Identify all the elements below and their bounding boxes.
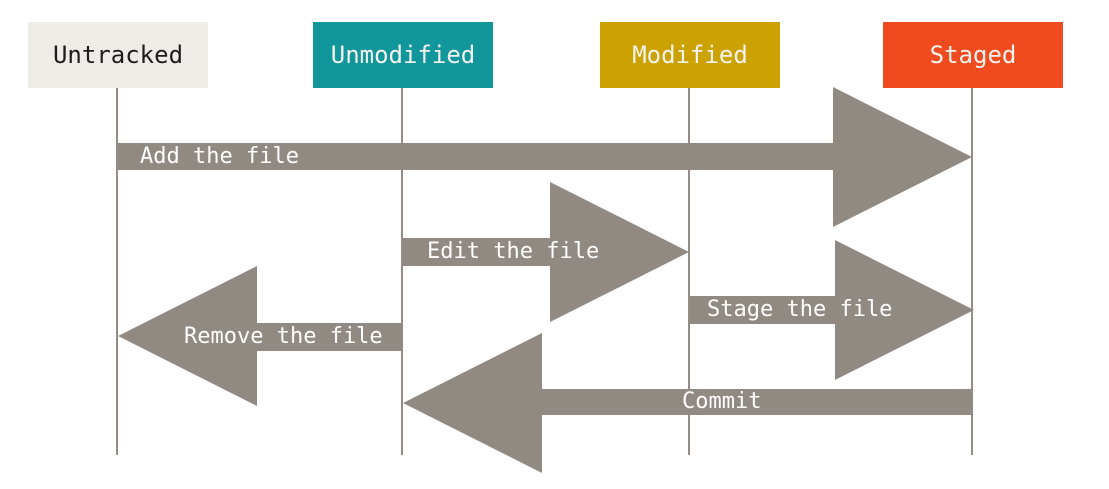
transition-commit-label: Commit xyxy=(682,389,762,414)
state-label-modified: Modified xyxy=(632,41,748,69)
state-box-modified: Modified xyxy=(600,22,780,88)
transition-add-bar xyxy=(118,143,833,170)
transition-edit-arrowhead-icon xyxy=(550,182,689,322)
state-label-untracked: Untracked xyxy=(52,41,184,69)
transition-edit-bar xyxy=(403,238,550,266)
lifeline-untracked xyxy=(116,88,118,455)
lifeline-unmodified xyxy=(401,88,403,455)
transition-commit-arrowhead-icon xyxy=(403,333,542,473)
transition-edit-label: Edit the file xyxy=(427,239,600,264)
state-label-staged: Staged xyxy=(929,41,1017,69)
transition-commit-bar xyxy=(542,389,973,415)
transition-remove-bar xyxy=(257,323,403,351)
transition-add-arrowhead-icon xyxy=(833,87,972,227)
transition-stage-arrowhead-icon xyxy=(835,240,974,380)
transition-stage-label: Stage the file xyxy=(707,297,893,322)
transition-stage-bar xyxy=(690,296,835,324)
transition-remove-label: Remove the file xyxy=(184,324,383,349)
state-box-unmodified: Unmodified xyxy=(313,22,493,88)
state-box-staged: Staged xyxy=(883,22,1063,88)
lifeline-modified xyxy=(688,88,690,455)
transition-add-label: Add the file xyxy=(140,144,299,169)
transition-remove-arrowhead-icon xyxy=(118,266,257,406)
state-label-unmodified: Unmodified xyxy=(330,41,476,69)
state-box-untracked: Untracked xyxy=(28,22,208,88)
